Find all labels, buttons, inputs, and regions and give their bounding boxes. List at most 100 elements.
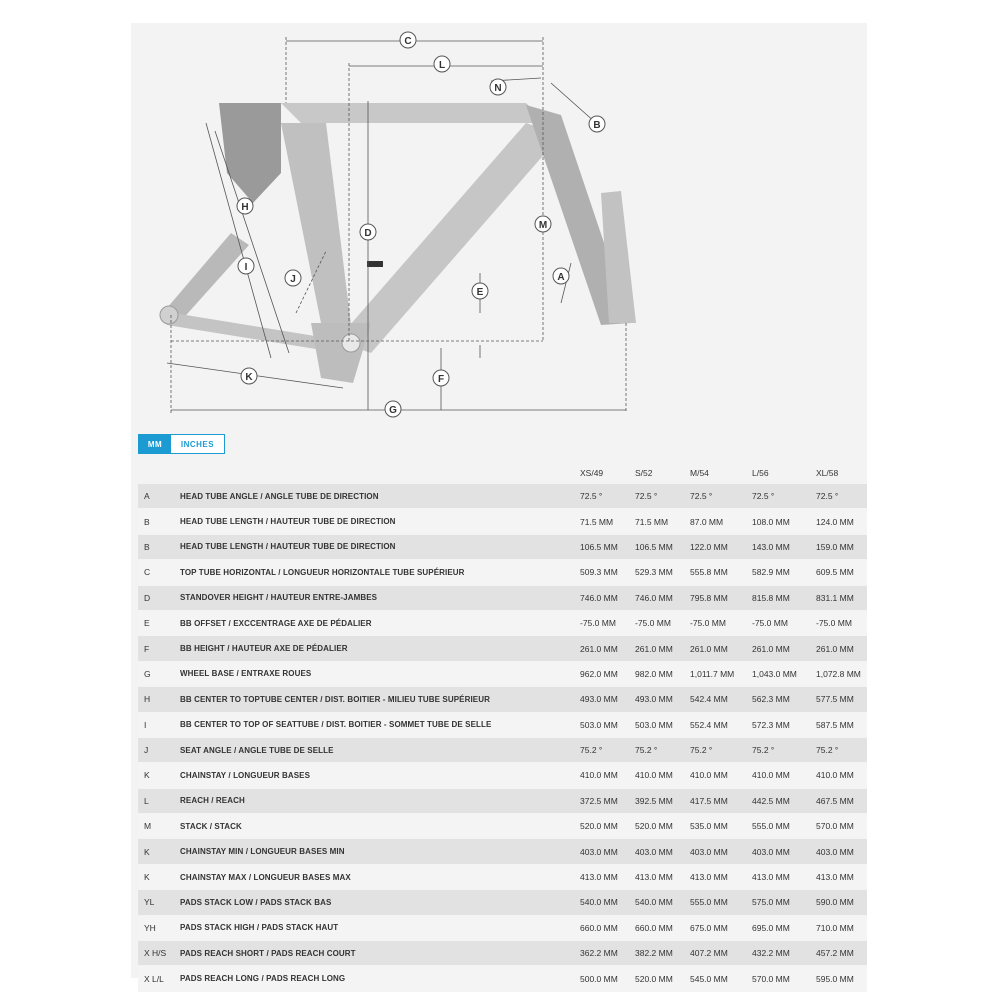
row-label: HEAD TUBE LENGTH / HAUTEUR TUBE DE DIREC… <box>180 517 396 527</box>
row-value: 746.0 MM <box>635 592 673 603</box>
row-label: BB CENTER TO TOPTUBE CENTER / DIST. BOIT… <box>180 694 490 704</box>
row-label: BB CENTER TO TOP OF SEATTUBE / DIST. BOI… <box>180 720 492 730</box>
row-value: 595.0 MM <box>816 973 854 984</box>
size-header: L/56 <box>752 468 769 478</box>
row-code: B <box>144 516 150 527</box>
row-value: 570.0 MM <box>752 973 790 984</box>
row-value: 542.4 MM <box>690 694 728 705</box>
row-value: 562.3 MM <box>752 694 790 705</box>
size-header: M/54 <box>690 468 709 478</box>
row-label: HEAD TUBE LENGTH / HAUTEUR TUBE DE DIREC… <box>180 542 396 552</box>
row-value: 493.0 MM <box>635 694 673 705</box>
row-value: 403.0 MM <box>690 846 728 857</box>
row-value: 555.0 MM <box>752 821 790 832</box>
row-value: 545.0 MM <box>690 973 728 984</box>
row-value: 577.5 MM <box>816 694 854 705</box>
row-value: 660.0 MM <box>635 922 673 933</box>
row-value: 261.0 MM <box>752 643 790 654</box>
row-value: 261.0 MM <box>816 643 854 654</box>
row-value: 467.5 MM <box>816 795 854 806</box>
row-value: 831.1 MM <box>816 592 854 603</box>
frame-geometry-diagram: C L N B H D M I J A E K F G <box>131 23 867 428</box>
svg-text:I: I <box>245 262 248 273</box>
dim-marker-k <box>240 367 258 385</box>
row-label: BB OFFSET / EXCCENTRAGE AXE DE PÉDALIER <box>180 618 372 628</box>
row-value: 509.3 MM <box>580 567 618 578</box>
row-value: 403.0 MM <box>752 846 790 857</box>
row-value: 159.0 MM <box>816 541 854 552</box>
row-code: K <box>144 770 150 781</box>
row-value: 72.5 ° <box>690 491 713 502</box>
unit-mm-button[interactable]: MM <box>139 435 171 453</box>
row-value: 410.0 MM <box>752 770 790 781</box>
svg-text:H: H <box>241 202 248 213</box>
row-label: HEAD TUBE ANGLE / ANGLE TUBE DE DIRECTIO… <box>180 491 379 501</box>
row-value: 746.0 MM <box>580 592 618 603</box>
row-code: B <box>144 541 150 552</box>
row-value: 403.0 MM <box>580 846 618 857</box>
row-label: SEAT ANGLE / ANGLE TUBE DE SELLE <box>180 745 334 755</box>
row-value: 413.0 MM <box>635 872 673 883</box>
svg-text:K: K <box>245 372 253 383</box>
row-code: H <box>144 694 151 705</box>
row-value: 143.0 MM <box>752 541 790 552</box>
row-value: 540.0 MM <box>580 897 618 908</box>
row-value: 1,011.7 MM <box>690 668 735 679</box>
row-code: YL <box>144 897 155 908</box>
row-value: 413.0 MM <box>580 872 618 883</box>
row-code: M <box>144 821 152 832</box>
row-value: 442.5 MM <box>752 795 790 806</box>
row-code: YH <box>144 922 156 933</box>
row-value: 520.0 MM <box>635 821 673 832</box>
row-value: 72.5 ° <box>752 491 775 502</box>
dim-marker-d <box>359 223 377 241</box>
row-value: 555.8 MM <box>690 567 728 578</box>
row-value: -75.0 MM <box>690 618 726 629</box>
row-label: CHAINSTAY MAX / LONGUEUR BASES MAX <box>180 872 351 882</box>
row-value: 106.5 MM <box>580 541 618 552</box>
row-value: 122.0 MM <box>690 541 728 552</box>
dim-marker-b <box>588 115 606 133</box>
row-value: 75.2 ° <box>752 745 775 756</box>
row-label: CHAINSTAY MIN / LONGUEUR BASES MIN <box>180 847 345 857</box>
row-label: PADS STACK HIGH / PADS STACK HAUT <box>180 923 339 933</box>
row-label: STANDOVER HEIGHT / HAUTEUR ENTRE-JAMBES <box>180 593 378 603</box>
svg-text:J: J <box>290 274 296 285</box>
row-value: 403.0 MM <box>635 846 673 857</box>
row-value: 124.0 MM <box>816 516 854 527</box>
row-value: 795.8 MM <box>690 592 728 603</box>
row-label: PADS REACH SHORT / PADS REACH COURT <box>180 948 356 958</box>
row-code: I <box>144 719 147 730</box>
row-value: 392.5 MM <box>635 795 673 806</box>
svg-text:A: A <box>557 272 564 283</box>
row-code: L <box>144 795 149 806</box>
row-value: 75.2 ° <box>816 745 839 756</box>
row-value: 261.0 MM <box>580 643 618 654</box>
dim-marker-h <box>236 197 254 215</box>
dim-marker-l <box>433 55 451 73</box>
row-value: 962.0 MM <box>580 668 618 679</box>
row-value: 108.0 MM <box>752 516 790 527</box>
dim-marker-a <box>552 267 570 285</box>
row-value: 587.5 MM <box>816 719 854 730</box>
dim-marker-f <box>432 369 450 387</box>
bike-frame-illustration <box>159 103 636 383</box>
size-header: XL/58 <box>816 468 839 478</box>
row-value: 503.0 MM <box>635 719 673 730</box>
unit-toggle: MM INCHES <box>138 434 225 454</box>
row-value: 72.5 ° <box>635 491 658 502</box>
row-value: 457.2 MM <box>816 948 854 959</box>
row-label: WHEEL BASE / ENTRAXE ROUES <box>180 669 312 679</box>
dim-marker-m <box>534 215 552 233</box>
unit-inches-button[interactable]: INCHES <box>171 435 224 453</box>
